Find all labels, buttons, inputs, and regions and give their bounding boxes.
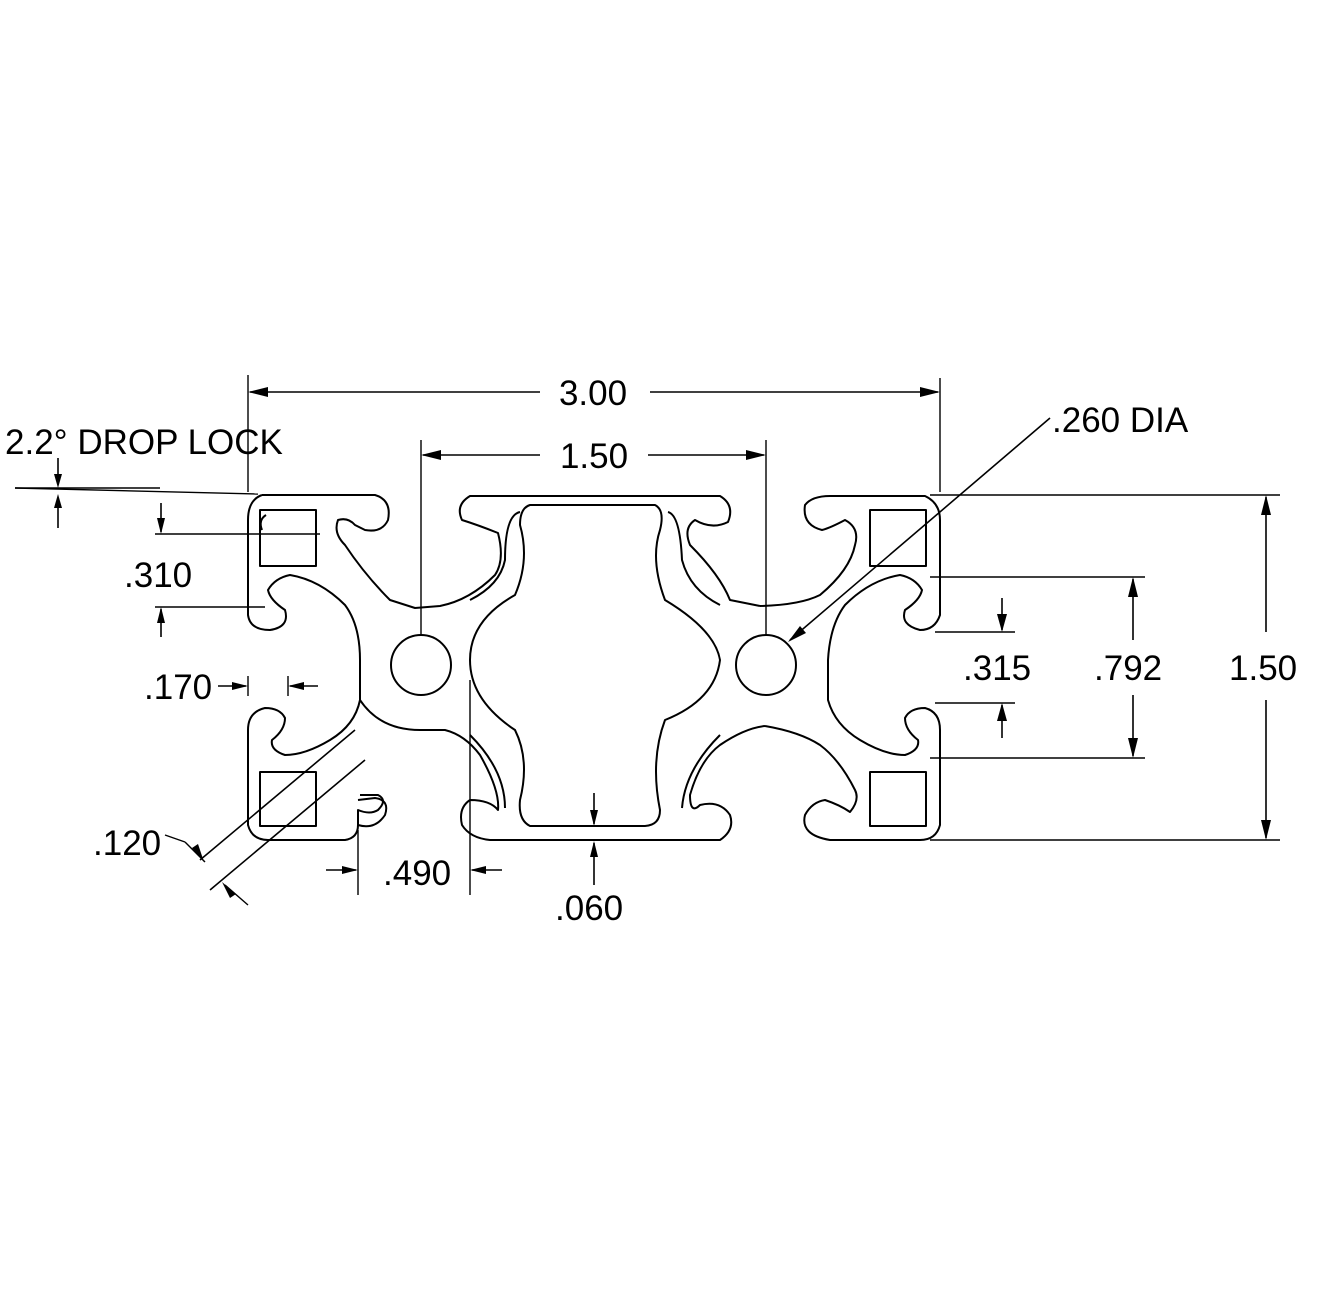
wall-thickness-label: .120 <box>93 824 161 863</box>
slot-width-label: .792 <box>1094 649 1162 688</box>
dimension-labels: 3.00 1.50 .260 DIA 2.2° DROP LOCK .310 .… <box>5 374 1297 928</box>
core-wall-label: .060 <box>555 889 623 928</box>
hole-spacing-label: 1.50 <box>560 437 628 476</box>
slot-depth-label: .310 <box>124 556 192 595</box>
dimension-lines <box>14 375 1280 906</box>
wall-offset-label: .170 <box>144 668 212 707</box>
overall-width-label: 3.00 <box>559 374 627 413</box>
profile-outline <box>247 494 941 841</box>
overall-height-label: 1.50 <box>1229 649 1297 688</box>
hole-diameter-label: .260 DIA <box>1052 401 1189 440</box>
drop-lock-label: 2.2° DROP LOCK <box>5 423 283 462</box>
slot-opening-label: .315 <box>963 649 1031 688</box>
web-width-label: .490 <box>383 854 451 893</box>
